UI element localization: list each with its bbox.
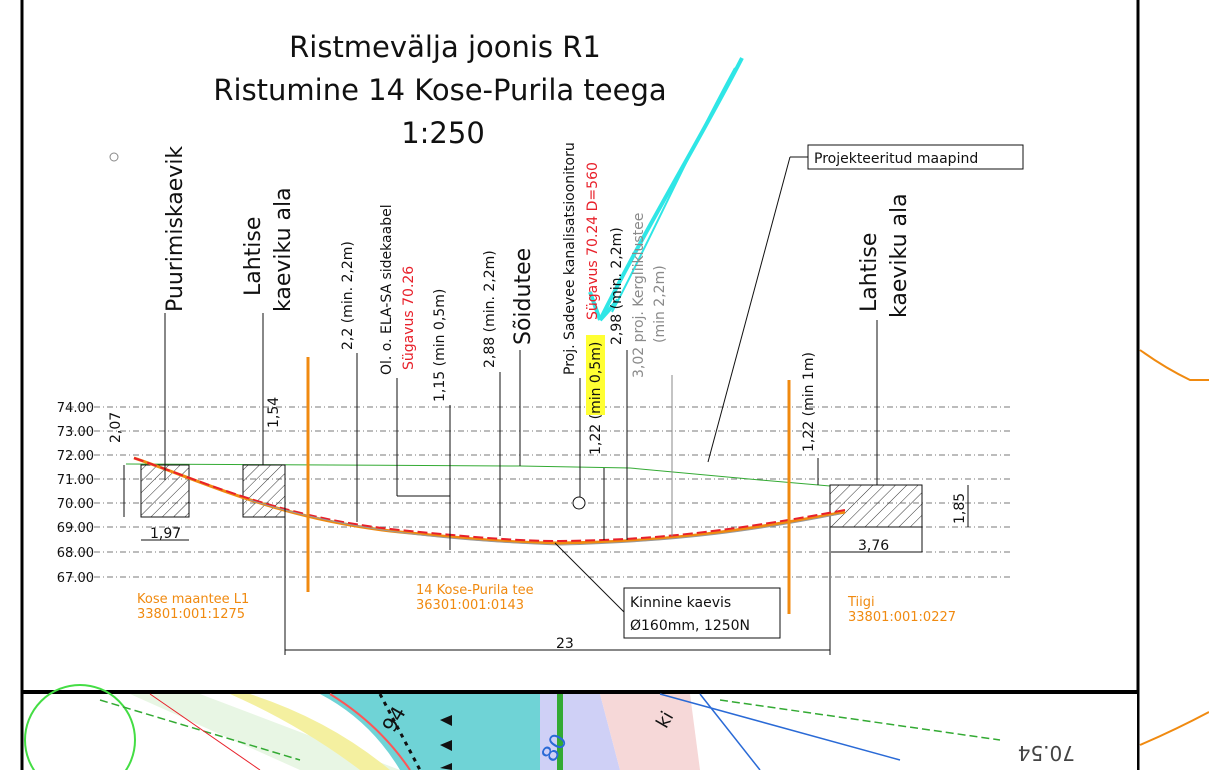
title-line-1: Ristmevälja joonis R1	[289, 30, 601, 64]
title-scale: 1:250	[401, 116, 485, 150]
drilling-profile	[133, 456, 846, 546]
label-lahtise-left-1: Lahtise	[241, 217, 266, 296]
leader-lines	[164, 313, 878, 550]
map-label-7054: 70.54	[1018, 741, 1075, 765]
label-lahtise-right-1: Lahtise	[857, 233, 882, 312]
label-dim-1-85: 1,85	[952, 493, 968, 524]
callout-kinnine-line2: Ø160mm, 1250N	[630, 618, 750, 634]
callout-projekteeritud: Projekteeritud maapind	[707, 144, 1024, 463]
elev-label: 72.00	[57, 449, 94, 464]
parcel-right-name: Tiigi	[847, 595, 875, 610]
label-dim-2-07: 2,07	[108, 412, 124, 443]
label-sidekaabel: Ol. o. ELA-SA sidekaabel	[379, 204, 395, 375]
label-dim-1-22b: 1,22 (min 1m)	[801, 352, 817, 452]
drilling-pit	[140, 464, 923, 528]
label-kergliiklustee: 3,02 proj. Kergliiklustee	[631, 213, 647, 378]
elev-label: 69.00	[57, 521, 94, 536]
dimension-lines	[123, 465, 969, 655]
label-puurimiskaevik: Puurimiskaevik	[163, 146, 188, 312]
label-dim-1-22a-text: 1,22 (min 0,5m)	[588, 342, 604, 455]
label-dim-1-22a: 1,22 (min 0,5m)	[586, 335, 605, 455]
label-sugavus-70-24: Sügavus 70.24 D=560	[585, 162, 601, 320]
elev-label: 68.00	[57, 546, 94, 561]
label-dim-2-2: 2,2 (min. 2,2m)	[340, 241, 356, 350]
highlight-marker	[586, 335, 605, 415]
right-margin-curves	[1139, 349, 1209, 746]
elevation-labels: 74.00 73.00 72.00 71.00 70.00 69.00 68.0…	[57, 401, 94, 586]
dim-width-3-76: 3,76	[858, 538, 889, 554]
parcel-left-name: Kose maantee L1	[137, 592, 249, 607]
elev-label: 71.00	[57, 473, 94, 488]
elev-label: 74.00	[57, 401, 94, 416]
sewer-pipe-symbol	[572, 496, 586, 510]
callout-kinnine-line1: Kinnine kaevis	[630, 595, 731, 611]
dim-width-1-97: 1,97	[150, 526, 181, 542]
cyan-annotation-arrow	[588, 57, 744, 322]
label-dim-1-22a-pre: 1,22	[588, 419, 604, 455]
label-dim-2-98: 2,98 (min. 2,2m)	[609, 227, 625, 345]
callout-projekteeritud-text: Projekteeritud maapind	[814, 151, 978, 167]
label-lahtise-left-2: kaeviku ala	[271, 187, 296, 312]
parcel-right-id: 33801:001:0227	[848, 610, 956, 625]
survey-point-marker	[109, 152, 119, 162]
label-lahtise-right-2: kaeviku ala	[887, 193, 912, 318]
label-dim-1-54: 1,54	[266, 397, 282, 428]
label-dim-1-15: 1,15 (min 0,5m)	[432, 289, 448, 402]
label-kanalisatsioon: Proj. Sadevee kanalisatsioonitoru	[562, 142, 578, 375]
label-sugavus-70-26: Sügavus 70.26	[401, 266, 417, 370]
drawing-frame	[20, 0, 1140, 770]
elev-label: 67.00	[57, 571, 94, 586]
label-kergliiklustee-min: (min 2,2m)	[652, 265, 668, 343]
parcel-left-id: 33801:001:1275	[137, 607, 245, 622]
map-fragment: 94 80 ki 70.54	[24, 684, 1137, 770]
label-dim-2-88: 2,88 (min. 2,2m)	[482, 250, 498, 368]
title-line-2: Ristumine 14 Kose-Purila teega	[213, 73, 666, 107]
elev-label: 73.00	[57, 425, 94, 440]
existing-ground-line	[125, 463, 831, 487]
label-soidutee: Sõidutee	[511, 248, 536, 345]
parcel-center-name: 14 Kose-Purila tee	[416, 583, 534, 598]
parcel-center-id: 36301:001:0143	[416, 598, 524, 613]
label-dim-1-22a-hl: (min 0,5m)	[588, 342, 604, 420]
elev-label: 70.00	[57, 497, 94, 512]
callout-kinnine-kaevis: Kinnine kaevis Ø160mm, 1250N	[554, 542, 781, 639]
dim-total-23: 23	[556, 636, 574, 652]
